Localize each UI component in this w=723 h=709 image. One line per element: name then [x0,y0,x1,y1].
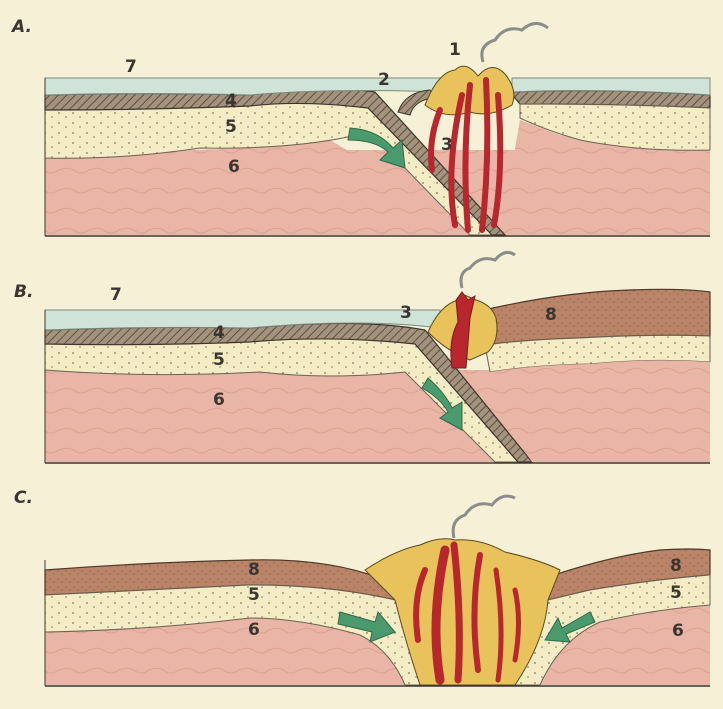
panel-a-letter: A. [10,17,32,37]
label-5-left: 5 [248,585,260,605]
label-6-right: 6 [672,621,684,641]
label-1: 1 [449,40,461,60]
panel-c: C. 8 5 6 8 5 6 [14,488,710,686]
label-4: 4 [225,91,237,111]
label-3: 3 [400,303,412,323]
mantle-fill-a [45,150,710,235]
label-8-left: 8 [248,560,260,580]
label-7: 7 [110,285,122,305]
label-7: 7 [125,57,137,77]
panel-b: B. 3 4 5 6 7 8 [14,252,710,463]
label-2: 2 [378,70,390,90]
smoke-a [482,23,548,62]
panel-b-letter: B. [14,282,33,302]
smoke-c [453,496,515,538]
label-6: 6 [228,157,240,177]
panel-c-letter: C. [14,488,33,508]
label-4: 4 [213,323,225,343]
label-6: 6 [213,390,225,410]
label-8-right: 8 [670,556,682,576]
label-6-left: 6 [248,620,260,640]
label-8: 8 [545,305,557,325]
panel-a: A. 1 2 3 4 5 6 7 [10,17,710,236]
label-5: 5 [225,117,237,137]
smoke-b [461,252,515,288]
label-3: 3 [441,135,453,155]
label-5: 5 [213,350,225,370]
label-5-right: 5 [670,583,682,603]
